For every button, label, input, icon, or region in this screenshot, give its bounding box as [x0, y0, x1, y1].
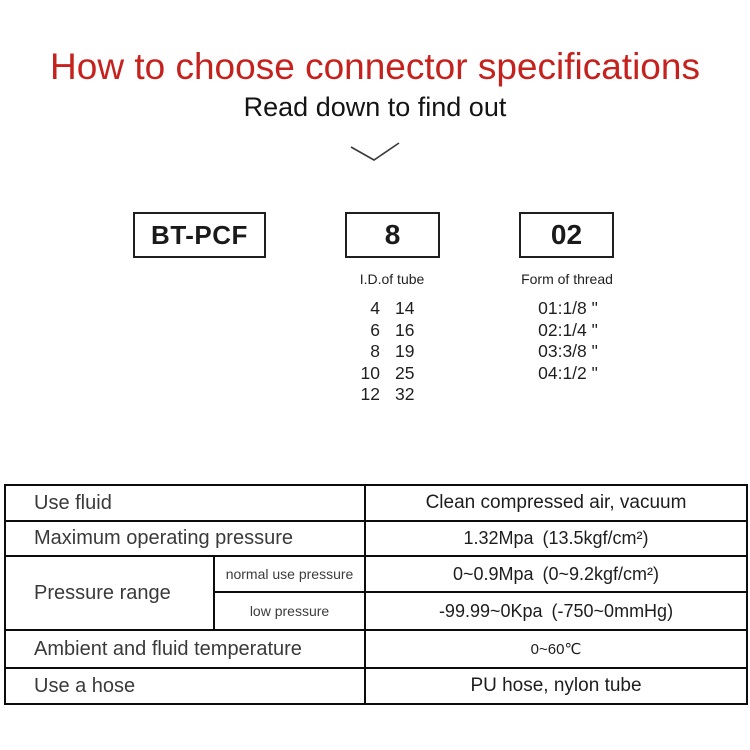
table-row: Use a hose PU hose, nylon tube	[4, 667, 748, 705]
tube-size-od: 14	[395, 298, 415, 318]
tube-size-od: 19	[395, 341, 415, 362]
tube-size-id: 4	[370, 298, 380, 318]
spec-value-temperature: 0~60℃	[364, 629, 748, 669]
tube-size-row: 10 25	[352, 363, 431, 385]
spec-label-use-fluid: Use fluid	[4, 484, 366, 522]
spec-sublabel-normal-pressure: normal use pressure	[213, 555, 366, 593]
thread-code-box: 02	[519, 212, 614, 258]
spec-label-max-pressure: Maximum operating pressure	[4, 520, 366, 557]
table-row: Maximum operating pressure 1.32Mpa (13.5…	[4, 520, 748, 557]
spec-label-temperature: Ambient and fluid temperature	[4, 629, 366, 669]
thread-option: 04:1/2 "	[538, 362, 598, 383]
tube-size-row: 4 14	[352, 298, 431, 320]
table-row: Ambient and fluid temperature 0~60℃	[4, 629, 748, 669]
tube-id-code-box: 8	[345, 212, 440, 258]
thread-option: 03:3/8 "	[538, 341, 598, 362]
tube-id-code-label: 8	[384, 219, 401, 250]
thread-option: 02:1/4 "	[538, 319, 598, 340]
tube-size-row: 6 16	[352, 320, 431, 342]
spec-sublabel-low-pressure: low pressure	[213, 591, 366, 631]
tube-size-id: 6	[370, 319, 380, 340]
thread-code-label: 02	[550, 219, 583, 250]
spec-value-hose: PU hose, nylon tube	[364, 667, 748, 705]
model-code-box: BT-PCF	[133, 212, 266, 258]
tube-column-header: I.D.of tube	[359, 271, 425, 287]
tube-size-od: 32	[395, 384, 415, 405]
tube-size-row: 8 19	[352, 341, 431, 363]
spec-value-max-pressure: 1.32Mpa (13.5kgf/cm²)	[364, 520, 748, 557]
spec-label-pressure-range: Pressure range	[4, 555, 215, 631]
tube-size-id: 12	[360, 384, 380, 405]
thread-column-header: Form of thread	[521, 271, 613, 287]
spec-table: Use fluid Clean compressed air, vacuum M…	[4, 484, 748, 705]
model-code-label: BT-PCF	[151, 219, 248, 250]
table-row: Use fluid Clean compressed air, vacuum	[4, 484, 748, 522]
thread-option: 01:1/8 "	[538, 298, 598, 318]
chevron-down-icon	[350, 142, 400, 161]
tube-size-od: 16	[395, 319, 415, 340]
tube-size-list: 4 14 6 16 8 19 10 25 12 32	[352, 298, 431, 406]
tube-size-od: 25	[395, 362, 415, 383]
table-row: low pressure -99.99~0Kpa (-750~0mmHg)	[5, 591, 748, 631]
page-title: How to choose connector specifications	[50, 46, 700, 87]
spec-value-normal-pressure: 0~0.9Mpa (0~9.2kgf/cm²)	[364, 555, 748, 593]
spec-value-low-pressure: -99.99~0Kpa (-750~0mmHg)	[364, 591, 748, 631]
page-subtitle: Read down to find out	[243, 92, 507, 122]
thread-options-list: 01:1/8 " 02:1/4 " 03:3/8 " 04:1/2 "	[502, 298, 634, 384]
spec-value-use-fluid: Clean compressed air, vacuum	[364, 484, 748, 522]
tube-size-id: 10	[360, 362, 380, 383]
spec-label-hose: Use a hose	[4, 667, 366, 705]
tube-size-id: 8	[370, 341, 380, 362]
table-row: Pressure range normal use pressure 0~0.9…	[4, 555, 748, 631]
tube-size-row: 12 32	[352, 384, 431, 406]
